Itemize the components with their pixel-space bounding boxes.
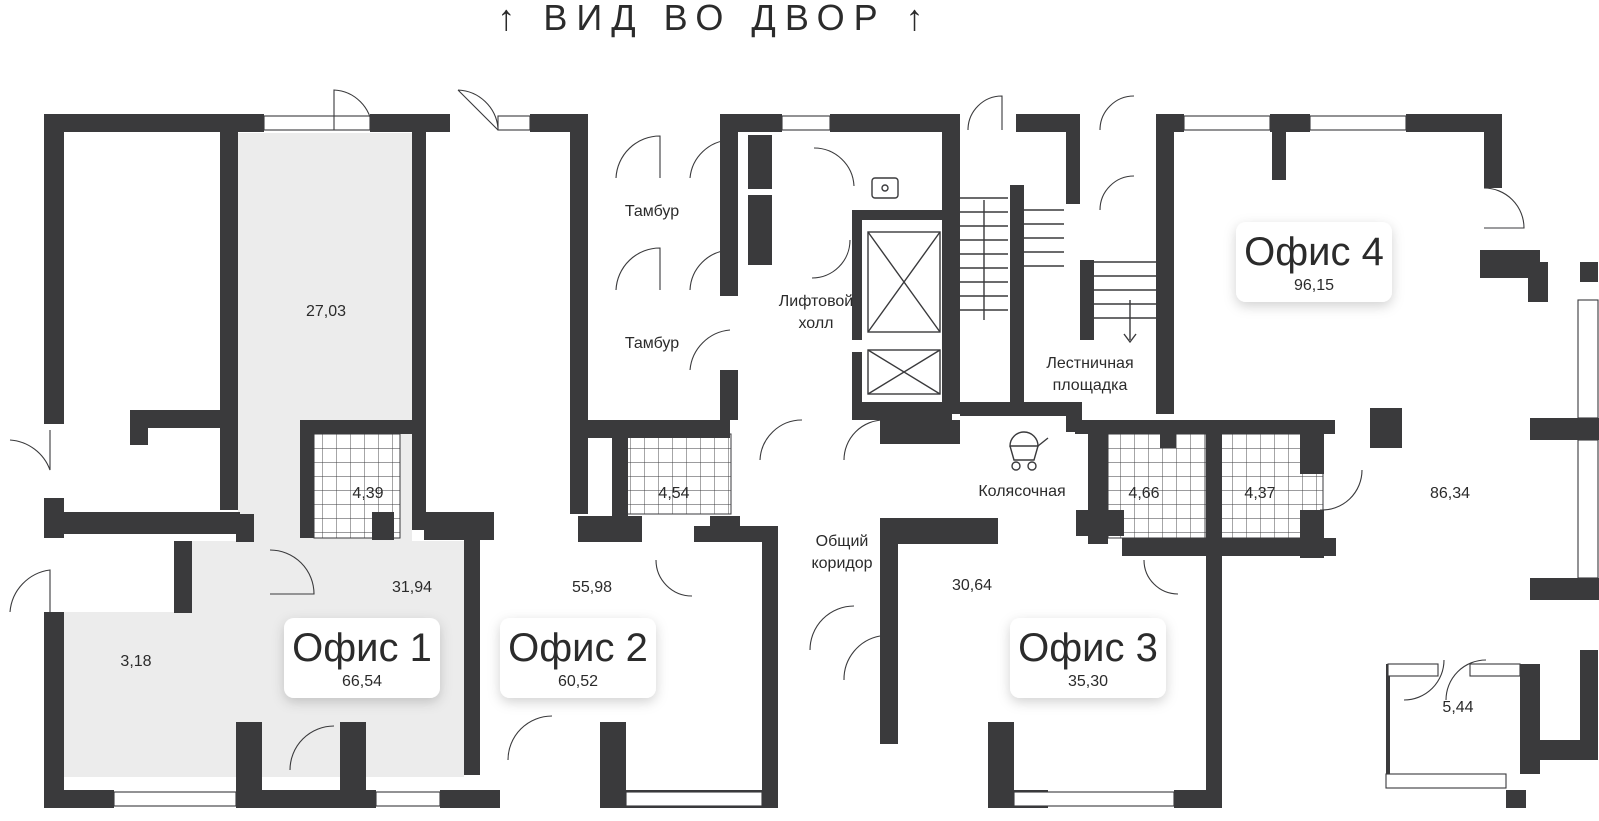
area-31-94: 31,94 bbox=[392, 579, 432, 596]
tambur-bottom-label: Тамбур bbox=[625, 335, 679, 352]
office-2-card[interactable]: Офис 2 60,52 bbox=[500, 618, 656, 698]
area-5-44: 5,44 bbox=[1442, 699, 1473, 716]
office-3-card[interactable]: Офис 3 35,30 bbox=[1010, 618, 1166, 698]
room-labels: Тамбур Тамбур Лифтовой холл Лестничная п… bbox=[625, 203, 1134, 572]
office-2-title: Офис 2 bbox=[508, 626, 648, 670]
stroller-icon bbox=[1009, 431, 1049, 471]
lift-hall-label-2: холл bbox=[798, 315, 833, 332]
office-1-card[interactable]: Офис 1 66,54 bbox=[284, 618, 440, 698]
bathroom-tiles bbox=[313, 433, 1324, 539]
office-3-area: 35,30 bbox=[1068, 673, 1108, 690]
area-86-34: 86,34 bbox=[1430, 485, 1470, 502]
sink-icon bbox=[871, 177, 899, 199]
office-1-title: Офис 1 bbox=[292, 626, 432, 670]
area-4-37: 4,37 bbox=[1244, 485, 1275, 502]
area-27-03: 27,03 bbox=[306, 303, 346, 320]
walls bbox=[44, 114, 1599, 808]
office-2-area: 60,52 bbox=[558, 673, 598, 690]
office-4-area: 96,15 bbox=[1294, 277, 1334, 294]
area-4-66: 4,66 bbox=[1128, 485, 1159, 502]
area-3-18: 3,18 bbox=[120, 653, 151, 670]
stair-label-1: Лестничная bbox=[1046, 355, 1133, 372]
stroller-room-label: Колясочная bbox=[978, 483, 1065, 500]
tambur-top-label: Тамбур bbox=[625, 203, 679, 220]
office-1-area: 66,54 bbox=[342, 673, 382, 690]
area-4-39: 4,39 bbox=[352, 485, 383, 502]
corridor-label-2: коридор bbox=[811, 555, 872, 572]
area-30-64: 30,64 bbox=[952, 577, 992, 594]
staircase bbox=[960, 197, 1156, 344]
windows bbox=[113, 115, 1599, 807]
view-heading: ↑ ВИД ВО ДВОР ↑ bbox=[497, 0, 932, 38]
area-55-98: 55,98 bbox=[572, 579, 612, 596]
elevator-shafts bbox=[748, 135, 941, 395]
corridor-label-1: Общий bbox=[816, 533, 869, 550]
office-4-card[interactable]: Офис 4 96,15 bbox=[1236, 222, 1392, 302]
lift-hall-label-1: Лифтовой bbox=[779, 293, 853, 310]
doors bbox=[9, 89, 1525, 771]
stair-label-2: площадка bbox=[1053, 377, 1128, 394]
area-labels: 27,03 4,39 31,94 3,18 4,54 55,98 4,66 4,… bbox=[120, 303, 1473, 716]
office-3-title: Офис 3 bbox=[1018, 626, 1158, 670]
office-4-title: Офис 4 bbox=[1244, 230, 1384, 274]
area-4-54: 4,54 bbox=[658, 485, 689, 502]
